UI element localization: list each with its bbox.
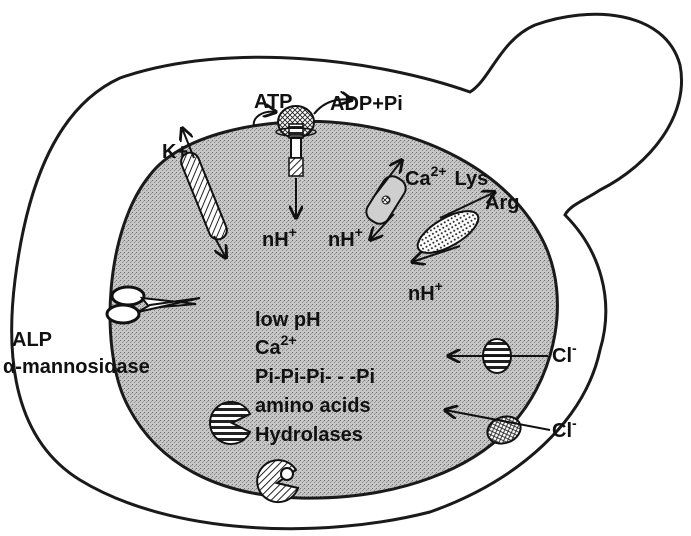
lumen-amino-acids: amino acids xyxy=(255,395,371,417)
lumen-polyphosphate: Pi-Pi-Pi- - -Pi xyxy=(255,366,375,388)
adp-pi-label: ADP+Pi xyxy=(330,93,403,115)
cl-label-2: Cl- xyxy=(552,415,577,442)
alp-label: ALP xyxy=(12,329,52,351)
alpha-mannosidase-label: α-mannosidase xyxy=(3,356,150,378)
arg-label: Arg xyxy=(485,192,519,214)
lumen-hydrolases: Hydrolases xyxy=(255,424,363,446)
atp-label: ATP xyxy=(254,91,293,113)
lumen-low-ph: low pH xyxy=(255,309,321,331)
k-plus-label: K+ xyxy=(162,141,188,163)
